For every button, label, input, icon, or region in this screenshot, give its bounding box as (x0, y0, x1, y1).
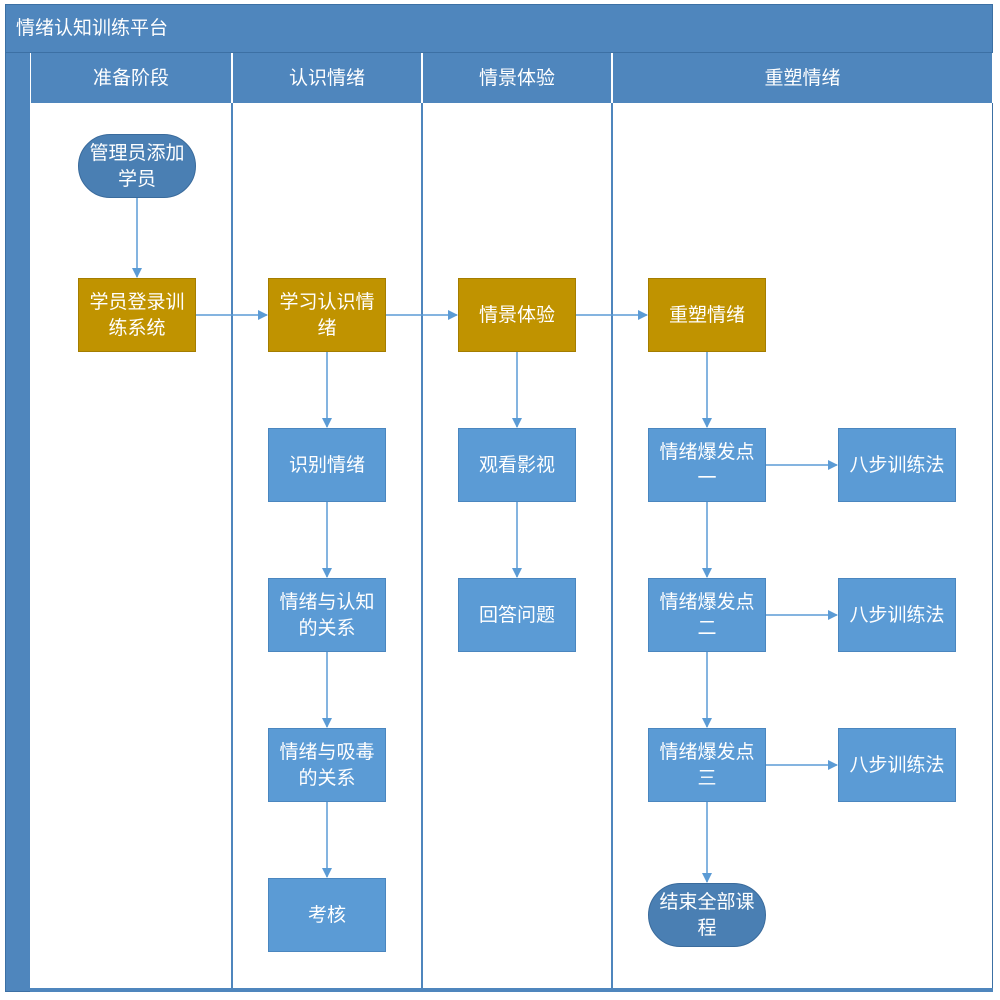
node-student-login: 学员登录训练系统 (78, 278, 196, 352)
pool-bottom-border (30, 988, 993, 992)
node-learn-emotion: 学习认识情绪 (268, 278, 386, 352)
lane-divider-2 (421, 103, 423, 992)
node-admin-add-student: 管理员添加学员 (78, 134, 196, 198)
node-scenario-experience: 情景体验 (458, 278, 576, 352)
node-trigger-one: 情绪爆发点一 (648, 428, 766, 502)
node-exam: 考核 (268, 878, 386, 952)
node-reshape-emotion: 重塑情绪 (648, 278, 766, 352)
node-eight-step-method-1: 八步训练法 (838, 428, 956, 502)
pool-side-strip (5, 53, 30, 992)
lane-header-scenario: 情景体验 (422, 53, 612, 103)
node-watch-video: 观看影视 (458, 428, 576, 502)
node-answer-questions: 回答问题 (458, 578, 576, 652)
node-emotion-cognition: 情绪与认知的关系 (268, 578, 386, 652)
node-eight-step-method-2: 八步训练法 (838, 578, 956, 652)
lane-header-prepare: 准备阶段 (30, 53, 232, 103)
node-finish-course: 结束全部课程 (648, 883, 766, 947)
node-trigger-three: 情绪爆发点三 (648, 728, 766, 802)
node-emotion-drug: 情绪与吸毒的关系 (268, 728, 386, 802)
node-eight-step-method-3: 八步训练法 (838, 728, 956, 802)
lane-header-recognize: 认识情绪 (232, 53, 422, 103)
node-trigger-two: 情绪爆发点二 (648, 578, 766, 652)
lane-divider-1 (231, 103, 233, 992)
diagram-title: 情绪认知训练平台 (5, 4, 993, 53)
node-identify-emotion: 识别情绪 (268, 428, 386, 502)
lane-header-reshape: 重塑情绪 (612, 53, 993, 103)
lane-divider-3 (611, 103, 613, 992)
